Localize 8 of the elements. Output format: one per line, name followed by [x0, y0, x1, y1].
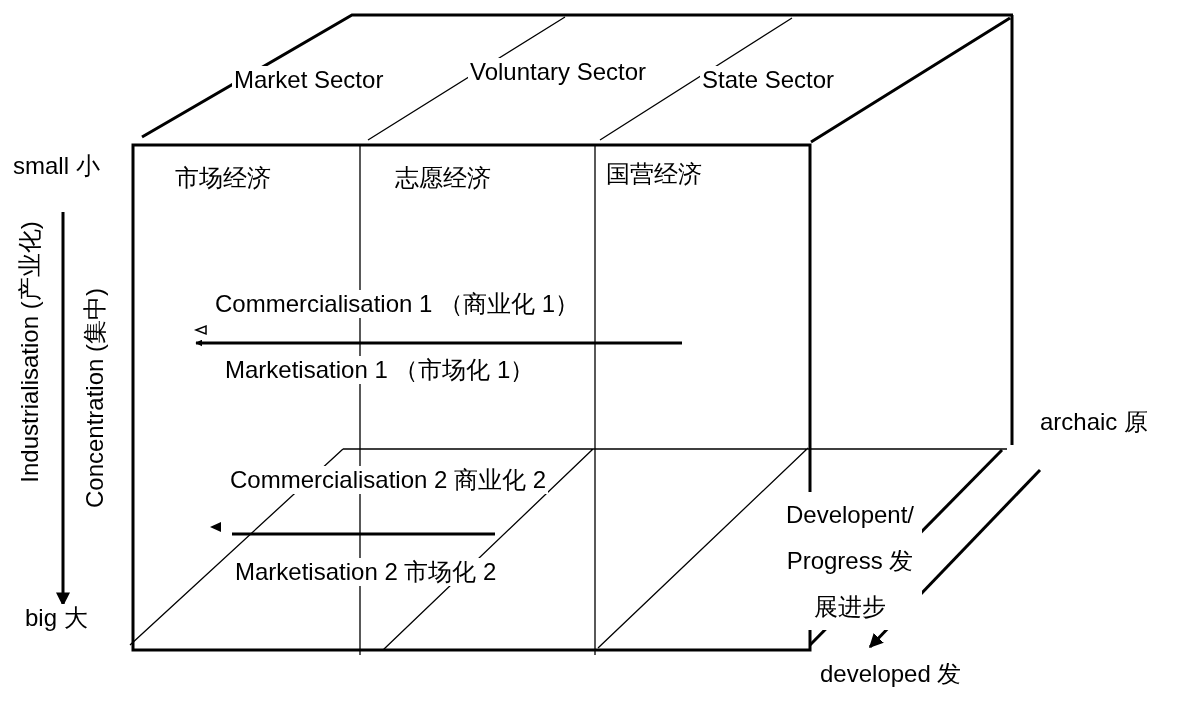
arrow-label: Commercialisation 2 商业化 2 — [228, 466, 549, 494]
arrow-label: Marketisation 2 市场化 2 — [233, 558, 499, 586]
column-label: 志愿经济 — [393, 164, 493, 192]
sector-label: Voluntary Sector — [468, 58, 649, 86]
axis-label: big 大 — [23, 604, 90, 632]
column-label: 国营经济 — [604, 160, 704, 188]
column-label: 市场经济 — [173, 164, 273, 192]
axis-label: small 小 — [11, 152, 102, 180]
